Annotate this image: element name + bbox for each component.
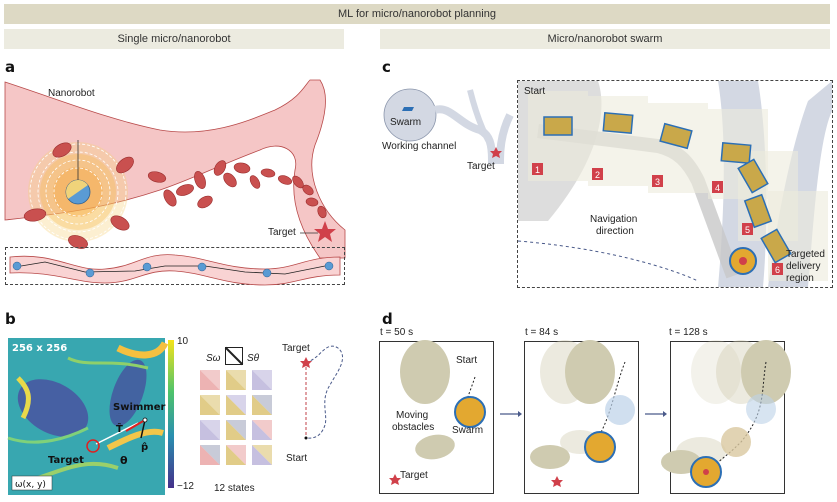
navigation-inset: 1 2 3 4 5 6: [517, 81, 832, 287]
state-cell: [226, 445, 246, 465]
step-badge: [712, 181, 723, 193]
obstacles-label-2: obstacles: [392, 422, 435, 433]
step-number: 5: [745, 225, 750, 235]
swarm-label-d: Swarm: [452, 425, 484, 436]
s-omega-label: Sω: [206, 353, 221, 364]
main-header: ML for micro/nanorobot planning: [4, 4, 830, 24]
colorbar: [168, 340, 174, 488]
section-title-single: Single micro/nanorobot: [117, 33, 231, 45]
s-theta-label: Sθ: [247, 353, 260, 364]
state-cell: [252, 370, 272, 390]
target-label-b: Target: [48, 455, 84, 466]
vessel-body: [4, 79, 346, 259]
navigation-label-2: direction: [596, 226, 634, 237]
step-number: 6: [775, 265, 780, 275]
swimmer-label: Swimmer: [113, 402, 165, 413]
frame-1-time: t = 50 s: [380, 327, 414, 338]
state-cell: [226, 420, 246, 440]
step-number: 1: [535, 165, 540, 175]
main-title: ML for micro/nanorobot planning: [338, 8, 496, 20]
vorticity-field: 256 x 256 ω(x, y) Swimmer Target T̂ p̂ θ: [7, 338, 169, 495]
state-cell: [226, 395, 246, 415]
section-title-swarm: Micro/nanorobot swarm: [547, 33, 663, 45]
step-badge: [652, 175, 663, 187]
swarm-label-c: Swarm: [390, 117, 422, 128]
state-cell: [200, 370, 220, 390]
state-cell: [252, 395, 272, 415]
states-count-label: 12 states: [214, 483, 255, 494]
colorbar-min: −12: [177, 481, 194, 492]
swarm-formation: [737, 158, 769, 194]
grid-size-label: 256 x 256: [12, 343, 67, 354]
target-marker-icon: [86, 439, 100, 453]
theta-label: θ: [120, 454, 128, 467]
target-star-icon: [314, 221, 336, 242]
frame-3-scene: [661, 340, 791, 488]
start-label-d: Start: [456, 355, 478, 366]
step-badge: [772, 263, 783, 275]
state-cell: [252, 445, 272, 465]
path-inset-box: [5, 247, 345, 285]
channel-target-label: Target: [467, 161, 495, 172]
start-label-c: Start: [524, 86, 546, 97]
arrow-icon-1: [500, 411, 522, 417]
state-grid: [200, 370, 272, 465]
path-inset: [9, 254, 341, 286]
step-number: 2: [595, 170, 600, 180]
channel-target-icon: [490, 147, 502, 158]
swarm-formation: [720, 142, 752, 164]
navigation-inset-box: [517, 80, 833, 288]
frame-1-scene: [389, 340, 486, 485]
working-channel-illustration: [383, 88, 514, 164]
step-badge: [742, 223, 753, 235]
step-badge: [592, 168, 603, 180]
frame-3-time: t = 128 s: [669, 327, 708, 338]
field-label: ω(x, y): [15, 480, 46, 490]
swarm-formation: [760, 228, 792, 264]
delivery-label-1: Targeted: [786, 249, 825, 260]
frame-2-time: t = 84 s: [525, 327, 559, 338]
section-header-single: Single micro/nanorobot: [4, 29, 344, 49]
step-badge: [532, 163, 543, 175]
swarm-formation: [602, 112, 634, 134]
swarm-formation: [543, 116, 573, 136]
p-hat-label: p̂: [141, 441, 148, 453]
state-cell: [200, 395, 220, 415]
delivery-label-3: region: [786, 273, 814, 284]
target-label-a: Target: [268, 227, 296, 238]
panel-b-label: b: [5, 310, 16, 328]
step-number: 4: [715, 183, 720, 193]
blood-vessel-illustration: [4, 79, 346, 259]
delivery-label-2: delivery: [786, 261, 821, 272]
arrow-icon-2: [645, 411, 667, 417]
working-channel-label: Working channel: [382, 141, 457, 152]
state-split-icon: [224, 346, 244, 366]
swarm-formation: [659, 122, 693, 150]
panel-a-label: a: [5, 58, 16, 76]
section-header-swarm: Micro/nanorobot swarm: [380, 29, 830, 49]
colorbar-max: 10: [177, 336, 189, 347]
trajectory-sketch: [300, 345, 344, 440]
panel-d-label: d: [382, 310, 393, 328]
swarm-marker-icon: [402, 107, 414, 111]
navigation-label-1: Navigation: [590, 214, 638, 225]
panel-c-label: c: [382, 58, 391, 76]
trajectory-start-label: Start: [286, 453, 308, 464]
swarm-formation: [743, 193, 773, 229]
nanorobot-label: Nanorobot: [48, 88, 95, 99]
trajectory-target-label: Target: [282, 343, 310, 354]
nanorobot-icon: [65, 179, 91, 205]
t-hat-label: T̂: [116, 422, 123, 435]
state-cell: [200, 420, 220, 440]
frame-2-scene: [530, 340, 635, 487]
target-label-d: Target: [400, 470, 428, 481]
state-cell: [200, 445, 220, 465]
state-cell: [252, 420, 272, 440]
obstacles-label-1: Moving: [396, 410, 429, 421]
state-cell: [226, 370, 246, 390]
red-blood-cells: [23, 142, 327, 249]
step-number: 3: [655, 177, 660, 187]
